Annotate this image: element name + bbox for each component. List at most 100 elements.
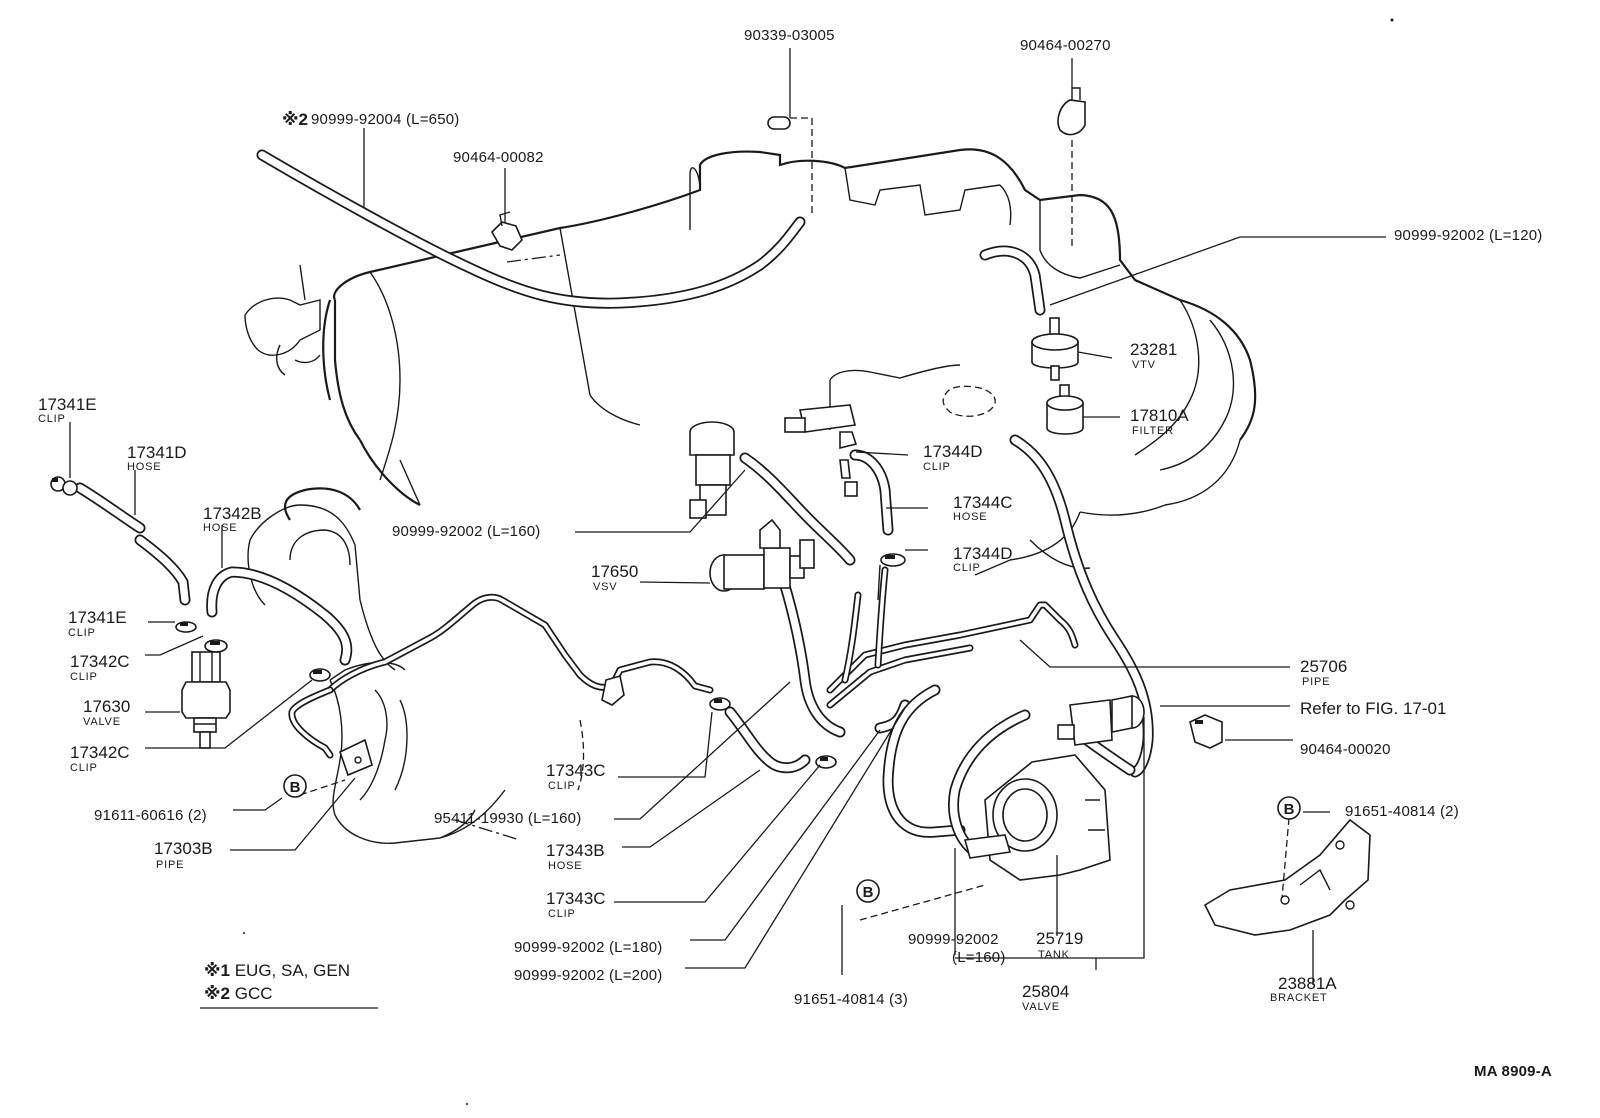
label-17344d-top-num: 17344D — [923, 442, 983, 461]
label-17810a-name: FILTER — [1132, 425, 1174, 437]
clamp-020-part — [1189, 714, 1223, 749]
label-17341e-mid-num: 17341E — [68, 608, 127, 627]
label-25719-name: TANK — [1038, 949, 1070, 961]
label-90464-00082: 90464-00082 — [453, 149, 544, 166]
label-17344d-bot-name: CLIP — [953, 562, 981, 574]
label-91651-40814-3: 91651-40814 (3) — [794, 991, 908, 1008]
label-note2-mark: ※2 — [282, 110, 308, 129]
legend-note1: ※1 EUG, SA, GEN — [204, 962, 350, 979]
clamp-082-part — [491, 221, 523, 251]
legend-note2: ※2 GCC — [204, 985, 273, 1002]
clip-17344d-top — [839, 431, 858, 497]
label-17650-num: 17650 — [591, 562, 639, 581]
ref-b-center: B — [863, 884, 874, 901]
tank-25719-part — [963, 754, 1111, 881]
label-17344d-top-name: CLIP — [923, 461, 951, 473]
clip-17343c-b — [815, 755, 837, 769]
label-17343b-num: 17343B — [546, 841, 605, 860]
label-17341e-top-num: 17341E — [38, 395, 97, 414]
label-90999-92002-l200: 90999-92002 (L=200) — [514, 967, 663, 984]
label-25804-name: VALVE — [1022, 1001, 1060, 1013]
label-17343c-a-num: 17343C — [546, 761, 606, 780]
label-17341d-num: 17341D — [127, 443, 187, 462]
label-17303b-num: 17303B — [154, 839, 213, 858]
leader-lines — [69, 48, 1386, 1009]
label-25804-num: 25804 — [1022, 982, 1070, 1001]
label-23281-num: 23281 — [1130, 340, 1178, 359]
label-17344d-bot-num: 17344D — [953, 544, 1013, 563]
label-17341d-name: HOSE — [127, 461, 162, 473]
ref-b-right: B — [1284, 801, 1295, 818]
clip-17341e-mid — [175, 621, 197, 633]
label-23881a-name: BRACKET — [1270, 992, 1328, 1004]
label-91651-40814-2: 91651-40814 (2) — [1345, 803, 1459, 820]
legend-note1-mark: ※1 — [204, 961, 230, 980]
label-17630-name: VALVE — [83, 716, 121, 728]
label-90339-03005: 90339-03005 — [744, 27, 835, 44]
bracket-23881a-part — [1203, 818, 1371, 936]
ref-b-circle-left — [283, 774, 307, 798]
label-23881a-num: 23881A — [1278, 974, 1337, 993]
upper-valve-part — [689, 421, 735, 519]
label-90999-92002-l180: 90999-92002 (L=180) — [514, 939, 663, 956]
label-17650-name: VSV — [593, 581, 618, 593]
pipe-bracket-part — [339, 738, 373, 777]
label-90464-00020: 90464-00020 — [1300, 741, 1391, 758]
label-17343c-b-name: CLIP — [548, 908, 576, 920]
label-17343c-a-name: CLIP — [548, 780, 576, 792]
label-17630-num: 17630 — [83, 697, 131, 716]
label-90464-00270: 90464-00270 — [1020, 37, 1111, 54]
valve-17630-part — [181, 651, 231, 749]
label-17342c-b-num: 17342C — [70, 743, 130, 762]
valve-25804-part — [1057, 695, 1145, 746]
vsv-part — [709, 518, 815, 592]
label-17303b-name: PIPE — [156, 859, 185, 871]
label-17342b-num: 17342B — [203, 504, 262, 523]
legend-note1-text: EUG, SA, GEN — [234, 961, 350, 980]
label-17344c-num: 17344C — [953, 493, 1013, 512]
label-25706-num: 25706 — [1300, 657, 1348, 676]
label-90999-92002-l160-a: 90999-92002 (L=160) — [392, 523, 541, 540]
drawing-code: MA 8909-A — [1474, 1063, 1552, 1080]
label-17341e-mid-name: CLIP — [68, 627, 96, 639]
ref-b-circle-right — [1277, 796, 1301, 820]
pipe-clip-part — [601, 674, 625, 706]
label-17342c-a-name: CLIP — [70, 671, 98, 683]
clip-17342c-b — [309, 668, 331, 682]
clip-17341e-top — [50, 476, 78, 496]
label-90999-92002-l160-b: 90999-92002 — [908, 931, 999, 948]
ref-b-left: B — [290, 779, 301, 796]
label-90999-92004: 90999-92004 (L=650) — [311, 111, 460, 128]
label-23281-name: VTV — [1132, 359, 1156, 371]
ref-b-circle-center — [856, 879, 880, 903]
label-17344c-name: HOSE — [953, 511, 988, 523]
reference-markers: B B B — [283, 774, 1301, 903]
clip-17343c-a — [709, 697, 731, 711]
label-17342c-b-name: CLIP — [70, 762, 98, 774]
label-91611-60616: 91611-60616 (2) — [94, 807, 207, 824]
label-17343c-b-num: 17343C — [546, 889, 606, 908]
label-refer-fig: Refer to FIG. 17-01 — [1300, 699, 1447, 718]
filter-part — [1046, 384, 1084, 435]
label-95411-19930: 95411-19930 (L=160) — [434, 810, 582, 827]
clip-17342c-a — [204, 639, 228, 653]
clip-17344d-bot — [880, 553, 906, 567]
label-17810a-num: 17810A — [1130, 406, 1189, 425]
plug-part — [767, 116, 791, 130]
label-25706-name: PIPE — [1302, 676, 1331, 688]
label-17342b-name: HOSE — [203, 522, 238, 534]
socket-part — [784, 404, 856, 433]
legend-note2-mark: ※2 — [204, 984, 230, 1003]
hoses-and-pipes — [74, 149, 1154, 858]
label-90999-92002-l120: 90999-92002 (L=120) — [1394, 227, 1543, 244]
engine-block-outline — [244, 148, 1257, 844]
label-17342c-a-num: 17342C — [70, 652, 130, 671]
label-90999-92002-l160-b-len: (L=160) — [952, 949, 1006, 966]
vtv-part — [1031, 317, 1079, 381]
label-17341e-top-name: CLIP — [38, 413, 66, 425]
label-25719-num: 25719 — [1036, 929, 1084, 948]
legend-note2-text: GCC — [234, 984, 273, 1003]
clamp-270-part — [1057, 99, 1086, 136]
